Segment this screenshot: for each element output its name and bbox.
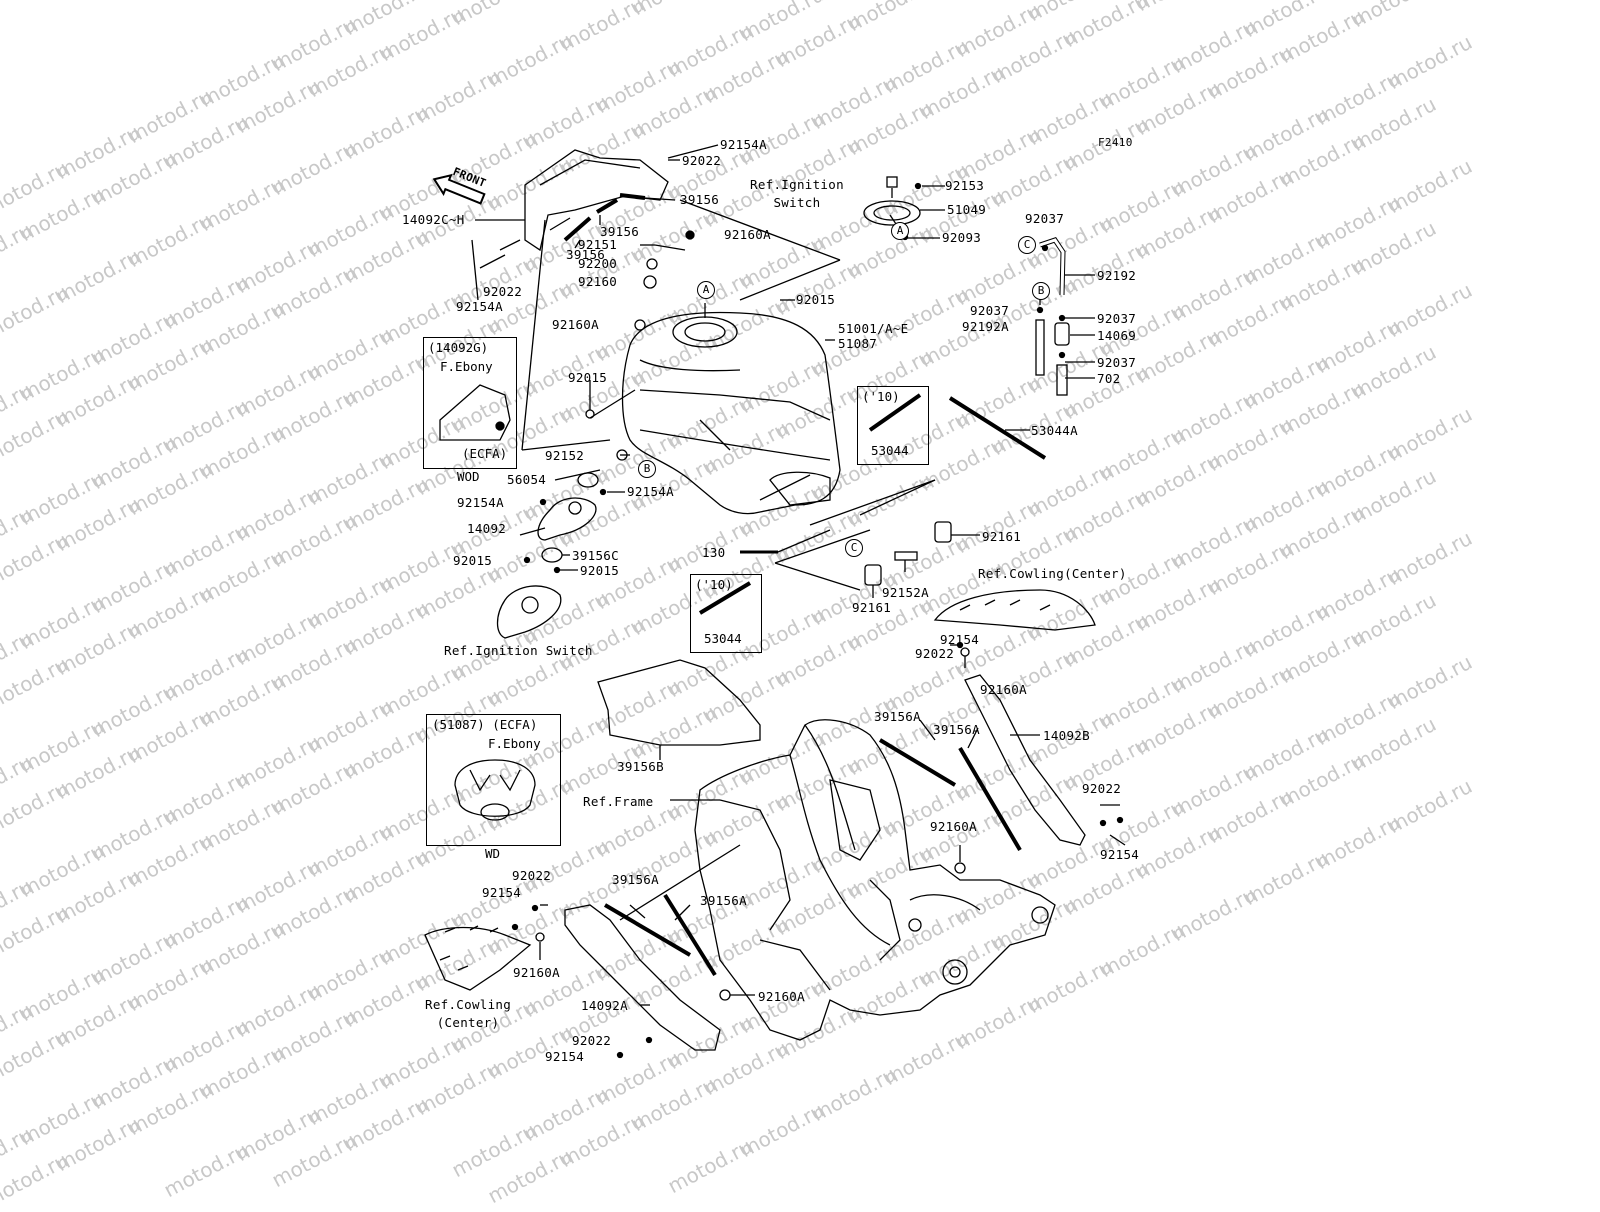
box1-line1: (14092G) (428, 340, 489, 355)
tank-cover-upper (524, 149, 669, 252)
label-130: 130 (702, 545, 726, 560)
label-92093: 92093 (942, 230, 982, 245)
label-ref-cowling-right: Ref.Cowling(Center) (978, 566, 1127, 581)
label-92160A-b: 92160A (552, 317, 599, 332)
label-39156C: 39156C (572, 548, 619, 563)
label-92022-left: 92022 (483, 284, 523, 299)
callout-a-top: A (697, 281, 715, 299)
seat-pad (597, 659, 761, 746)
label-14092CH: 14092C~H (402, 212, 465, 227)
label-14092B: 14092B (1043, 728, 1090, 743)
box1-caption: WOD (457, 469, 480, 484)
box1-line2: F.Ebony (440, 359, 493, 374)
label-92022-r2: 92022 (1082, 781, 1122, 796)
label-ref-frame: Ref.Frame (583, 794, 654, 809)
label-ref-ign-top: Ref.Ignition Switch (750, 177, 844, 210)
label-51087: 51087 (838, 336, 878, 351)
label-39156-c: 39156 (566, 247, 606, 262)
label-92200: 92200 (578, 256, 618, 271)
label-39156A-r2: 39156A (933, 722, 980, 737)
label-14092: 14092 (467, 521, 507, 536)
label-92154-r1: 92154 (940, 632, 980, 647)
label-92154A-left: 92154A (456, 299, 503, 314)
label-92154A-mid2: 92154A (627, 484, 674, 499)
cowling-right (933, 589, 1096, 631)
label-92192: 92192 (1097, 268, 1137, 283)
box2-line1: (51087) (ECFA) (432, 717, 538, 732)
label-92154-l2: 92154 (545, 1049, 585, 1064)
label-51049: 51049 (947, 202, 987, 217)
box2-caption: WD (485, 846, 501, 861)
label-92153: 92153 (945, 178, 985, 193)
label-53044A: 53044A (1031, 423, 1078, 438)
label-39156A-l2: 39156A (700, 893, 747, 908)
label-56054: 56054 (507, 472, 547, 487)
box10b-line1: ('10) (695, 577, 733, 592)
label-39156A-r1: 39156A (874, 709, 921, 724)
callout-c-tank: C (845, 539, 863, 557)
frame (694, 719, 1056, 1041)
label-92192A: 92192A (962, 319, 1009, 334)
variant-box-10-lower (690, 574, 762, 653)
variant-box-51087 (426, 714, 561, 846)
label-39156A-l1: 39156A (612, 872, 659, 887)
callout-b-tank: B (638, 460, 656, 478)
box1-line3: (ECFA) (462, 446, 508, 461)
label-ref-cowling-left: Ref.Cowling (Center) (425, 997, 512, 1030)
label-92037-b: 92037 (970, 303, 1010, 318)
variant-box-14092g (423, 337, 517, 469)
label-92160A-l2: 92160A (758, 989, 805, 1004)
label-39156-a: 39156 (680, 192, 720, 207)
label-702: 702 (1097, 371, 1121, 386)
label-92154A-mid1: 92154A (457, 495, 504, 510)
label-39156-b: 39156 (600, 224, 640, 239)
side-cover-right (964, 674, 1086, 846)
label-92160A-r1: 92160A (980, 682, 1027, 697)
callout-a-cap: A (891, 222, 909, 240)
label-92037-c: 92037 (1097, 311, 1137, 326)
label-92015-b: 92015 (568, 370, 608, 385)
label-92151: 92151 (578, 237, 618, 252)
label-92037-a: 92037 (1025, 211, 1065, 226)
label-92160A-l1: 92160A (513, 965, 560, 980)
label-92152A: 92152A (882, 585, 929, 600)
box2-line2: F.Ebony (488, 736, 541, 751)
label-92015-a: 92015 (796, 292, 836, 307)
label-51001: 51001/A~E (838, 321, 909, 336)
label-39156B: 39156B (617, 759, 664, 774)
label-92160: 92160 (578, 274, 618, 289)
label-92022-r1: 92022 (915, 646, 955, 661)
label-92160A-a: 92160A (724, 227, 771, 242)
box10b-line2: 53044 (704, 631, 742, 646)
variant-box-10-upper (857, 386, 929, 465)
callout-c-hose: C (1018, 236, 1036, 254)
label-92152: 92152 (545, 448, 585, 463)
label-92154-r2: 92154 (1100, 847, 1140, 862)
box10a-line2: 53044 (871, 443, 909, 458)
label-92022-top: 92022 (682, 153, 722, 168)
label-92022-l2: 92022 (572, 1033, 612, 1048)
label-92154-l1: 92154 (482, 885, 522, 900)
label-92154A-top: 92154A (720, 137, 767, 152)
label-14069: 14069 (1097, 328, 1137, 343)
label-92015-d: 92015 (580, 563, 620, 578)
box10a-line1: ('10) (862, 389, 900, 404)
front-arrow-icon (432, 173, 486, 205)
label-92015-c: 92015 (453, 553, 493, 568)
fuel-tank (621, 311, 841, 515)
figure-code: F2410 (1098, 136, 1133, 149)
cowling-left (424, 926, 532, 991)
label-92037-d: 92037 (1097, 355, 1137, 370)
callout-b-hose: B (1032, 282, 1050, 300)
label-92161-b: 92161 (852, 600, 892, 615)
label-92022-l1: 92022 (512, 868, 552, 883)
label-92160A-r2: 92160A (930, 819, 977, 834)
label-14092A: 14092A (581, 998, 628, 1013)
side-cover-left (564, 904, 721, 1051)
label-ref-ign-bottom: Ref.Ignition Switch (444, 643, 593, 658)
label-92161-a: 92161 (982, 529, 1022, 544)
